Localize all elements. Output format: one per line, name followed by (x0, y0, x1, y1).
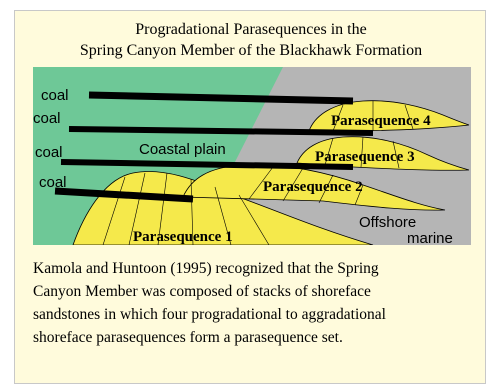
caption-line-1: Kamola and Huntoon (1995) recognized tha… (33, 260, 379, 277)
marine-label: marine (407, 230, 453, 245)
clinoform-line (214, 186, 232, 245)
coal-label-4: coal (39, 174, 67, 191)
parasequence-2-label: Parasequence 2 (263, 179, 363, 195)
coastal-plain-label: Coastal plain (139, 141, 226, 158)
caption-line-3: sandstones in which four progradational … (33, 306, 386, 323)
coal-label-2: coal (33, 110, 61, 127)
clinoform-line (360, 136, 364, 168)
clinoform-lines (102, 101, 414, 245)
coal-seam-2 (68, 126, 374, 136)
clinoform-line (404, 104, 414, 130)
parasequence-1-label: Parasequence 1 (133, 229, 233, 245)
clinoform-line (190, 178, 194, 245)
parasequence-diagram: coal coal coal coal Coastal plain Offsho… (33, 67, 471, 245)
offshore-label: Offshore (359, 214, 416, 231)
parasequence-1-shape (72, 171, 374, 245)
clinoform-line (392, 140, 400, 169)
parasequence-4-label: Parasequence 4 (331, 113, 431, 129)
caption-line-4: shoreface parasequences form a paraseque… (33, 329, 343, 346)
diagram-title-line-1: Progradational Parasequences in the (135, 21, 367, 38)
clinoform-line (324, 137, 334, 166)
coal-seam-1 (88, 91, 354, 105)
diagram-title-line-2: Spring Canyon Member of the Blackhawk Fo… (79, 42, 423, 59)
caption-line-2: Canyon Member was composed of stacks of … (33, 283, 371, 300)
clinoform-line (238, 194, 270, 245)
coal-seam-4 (54, 187, 194, 203)
clinoform-line (318, 174, 334, 204)
clinoform-line (282, 167, 304, 202)
clinoform-line (354, 184, 364, 206)
coal-seam-3 (60, 159, 354, 170)
caption-text: Kamola and Huntoon (1995) recognized tha… (33, 257, 473, 349)
parasequence-3-shape (296, 136, 470, 171)
parasequence-3-label: Parasequence 3 (315, 149, 415, 165)
clinoform-line (102, 176, 126, 245)
clinoform-line (128, 172, 146, 245)
coal-label-3: coal (35, 144, 63, 161)
clinoform-line (248, 166, 274, 200)
coal-seams (54, 91, 374, 203)
slide-card: Progradational Parasequences in the Spri… (14, 10, 486, 384)
clinoform-line (157, 172, 168, 245)
coal-label-1: coal (41, 87, 69, 104)
clinoform-line (332, 104, 344, 132)
